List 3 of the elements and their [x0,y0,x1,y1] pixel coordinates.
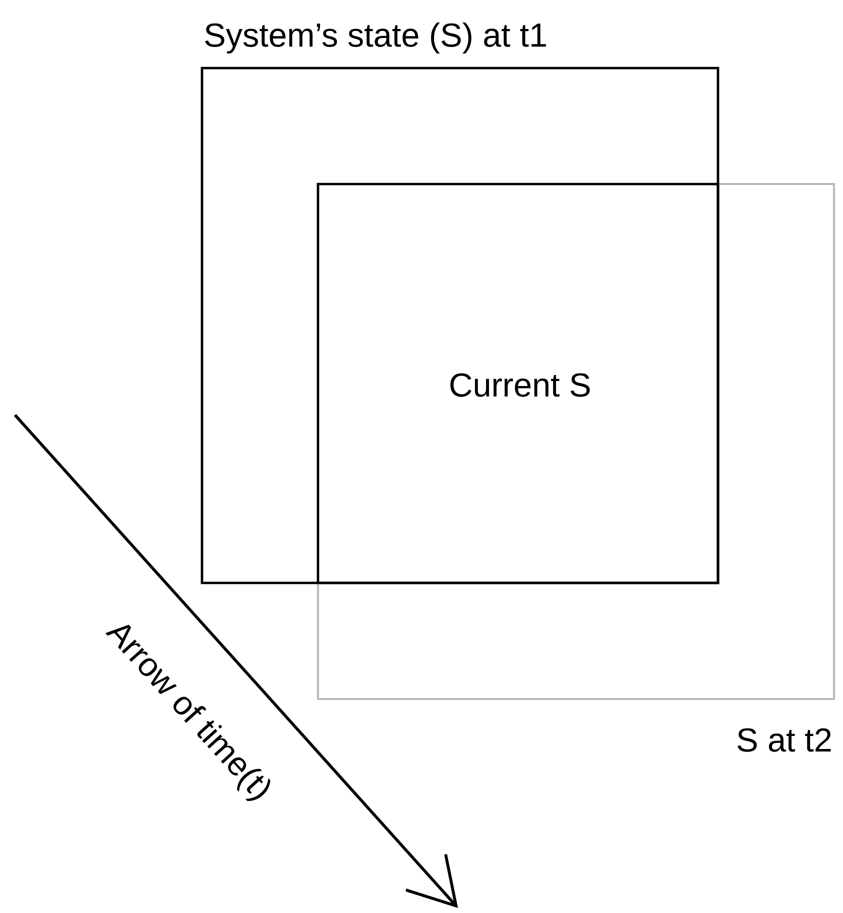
node-label: S at t2 [738,728,831,752]
overlap-box: Current S [316,182,720,584]
node-label: System’s state (S) at t1 [205,22,546,54]
